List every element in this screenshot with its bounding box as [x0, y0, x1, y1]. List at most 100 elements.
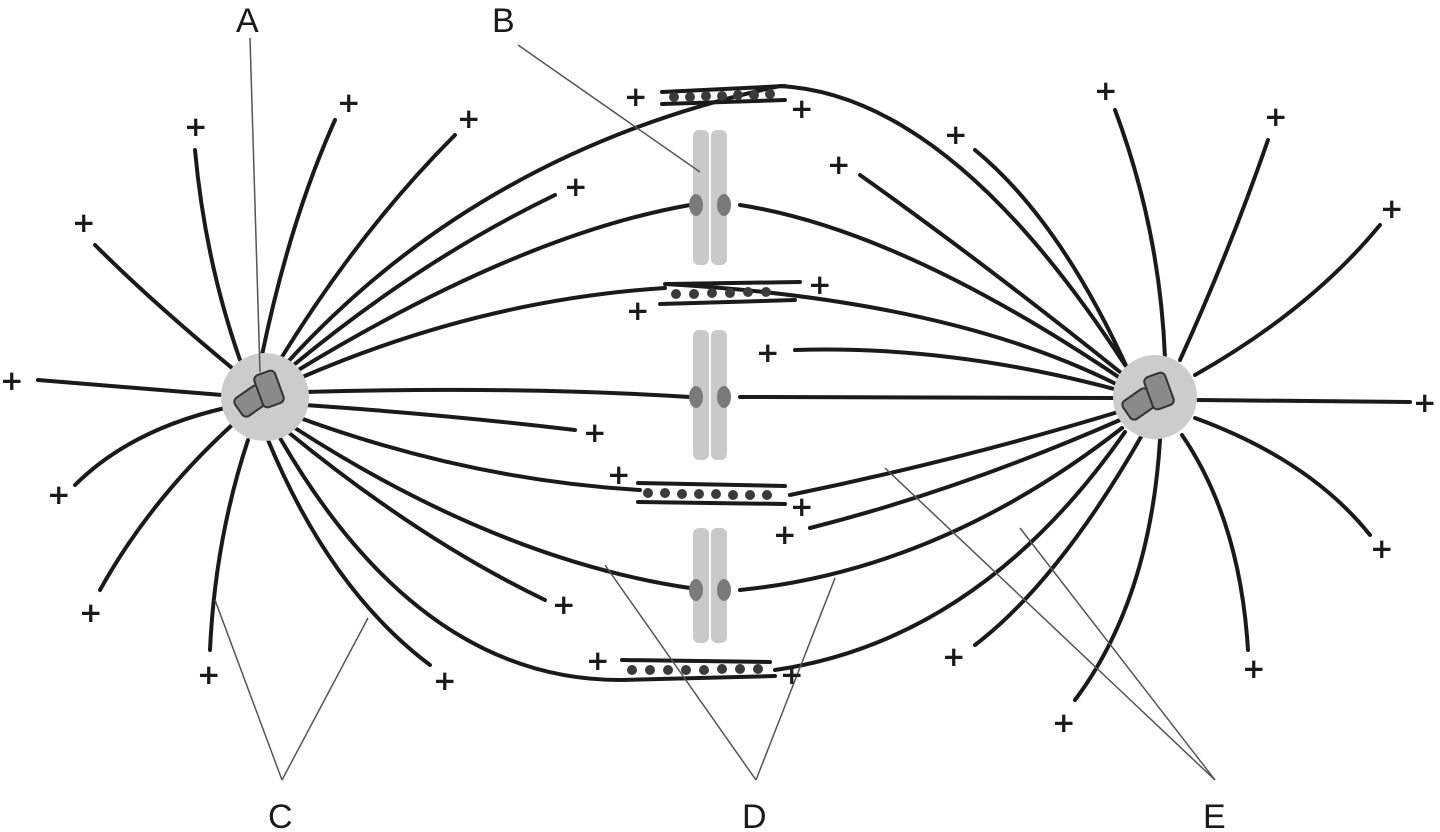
polar-microtubule: [303, 403, 577, 432]
astral-microtubule: [73, 406, 227, 487]
centriole: [253, 369, 285, 409]
leader-lines: [214, 37, 1216, 781]
chromosome-middle: [689, 330, 731, 460]
kinetochore: [689, 386, 703, 408]
plus-end-marker: +: [1380, 192, 1403, 225]
overlap-zone-bottom: [620, 658, 777, 682]
astral-microtubule: [1180, 433, 1250, 652]
polar-microtubule: [283, 84, 782, 367]
astral-microtubule: [98, 423, 234, 592]
polar-microtubule: [663, 282, 1120, 387]
centrosome-right: [1113, 355, 1197, 439]
polar-microtubule: [793, 347, 1120, 392]
plus-end-marker: +: [624, 80, 647, 113]
label-a: A: [236, 2, 259, 40]
kinetochore-microtubule: [303, 387, 692, 399]
plus-end-marker: +: [607, 458, 630, 491]
plus-end-marker: +: [626, 294, 649, 327]
leader-line-e: [1019, 527, 1216, 781]
left-astral-microtubules: [36, 118, 457, 667]
kinetochore: [717, 386, 731, 408]
polar-microtubule: [778, 84, 1127, 367]
centriole: [1143, 371, 1175, 411]
astral-microtubule: [93, 243, 234, 370]
plus-end-marker: +: [1264, 100, 1287, 133]
plus-end-marker: +: [47, 478, 70, 511]
polar-microtubule: [278, 436, 622, 682]
plus-end-marker: +: [1052, 706, 1075, 739]
astral-microtubule: [973, 428, 1147, 647]
plus-end-marker: +: [780, 658, 803, 691]
astral-microtubule: [1196, 398, 1412, 404]
leader-line-b: [517, 44, 701, 173]
leader-line-c: [281, 617, 369, 781]
astral-microtubule: [278, 133, 457, 362]
leader-line-c: [214, 599, 283, 781]
plus-end-marker: +: [337, 86, 360, 119]
chromosome-bottom: [689, 528, 731, 643]
label-c: C: [268, 798, 293, 832]
polar-microtubule: [973, 148, 1130, 372]
plus-end-marker: +: [944, 118, 967, 151]
kinetochore: [689, 194, 703, 216]
polar-microtubule: [808, 418, 1122, 530]
kinetochore-microtubule: [293, 203, 692, 374]
plus-end-marker: +: [583, 416, 606, 449]
leader-line-e: [884, 467, 1216, 781]
kinetochore: [689, 579, 703, 601]
label-b: B: [492, 2, 515, 40]
label-e: E: [1203, 798, 1226, 832]
leader-line-a: [249, 37, 261, 373]
plus-end-marker: +: [79, 596, 102, 629]
chromosome-top: [689, 130, 731, 265]
plus-end-marker: +: [1242, 652, 1265, 685]
kinetochore: [717, 579, 731, 601]
centrosome-left: [221, 353, 309, 441]
plus-end-marker: +: [197, 658, 220, 691]
plus-end-marker: +: [756, 336, 779, 369]
astral-microtubule: [1193, 416, 1372, 537]
kinetochore-microtubule: [738, 203, 1122, 380]
astral-microtubule: [1113, 108, 1167, 360]
overlap-zone-second: [658, 280, 802, 306]
plus-end-marker: +: [552, 588, 575, 621]
kinetochore-microtubule: [293, 426, 692, 590]
plus-end-marker: +: [586, 644, 609, 677]
overlap-zone-top: [660, 84, 787, 106]
plus-end-marker: +: [1094, 74, 1117, 107]
polar-microtubule: [288, 193, 557, 370]
kinetochore-microtubule: [738, 395, 1117, 400]
astral-microtubule: [1178, 138, 1270, 362]
plus-end-marker: +: [564, 170, 587, 203]
astral-microtubule: [1193, 223, 1382, 377]
astral-microtubule: [36, 378, 224, 397]
plus-end-marker: +: [0, 364, 23, 397]
plus-end-marker: +: [184, 110, 207, 143]
plus-end-marker: +: [790, 490, 813, 523]
leader-line-d: [755, 577, 836, 781]
plus-end-marker: +: [1370, 532, 1393, 565]
polar-microtubule: [298, 416, 642, 492]
astral-microtubule: [208, 438, 250, 652]
plus-end-marker: +: [457, 102, 480, 135]
polar-microtubule: [773, 430, 1127, 672]
polar-microtubule: [858, 173, 1122, 374]
polar-microtubule: [298, 286, 667, 380]
label-d: D: [742, 798, 767, 832]
left-spindle-microtubules: [278, 84, 782, 682]
plus-end-markers: + + + + + + + + + + + + + + + + + + + + …: [0, 74, 1436, 739]
plus-end-marker: +: [942, 640, 965, 673]
plus-end-marker: +: [72, 206, 95, 239]
plus-end-marker: +: [1413, 386, 1436, 419]
plus-end-marker: +: [827, 148, 850, 181]
leader-line-d: [604, 564, 757, 781]
overlap-zone-third: [636, 481, 787, 506]
astral-microtubule: [1073, 438, 1162, 702]
plus-end-marker: +: [773, 518, 796, 551]
astral-microtubule: [260, 118, 337, 357]
astral-microtubule: [193, 148, 242, 362]
plus-end-marker: +: [433, 664, 456, 697]
polar-microtubule: [286, 430, 547, 602]
right-spindle-microtubules: [663, 84, 1130, 672]
